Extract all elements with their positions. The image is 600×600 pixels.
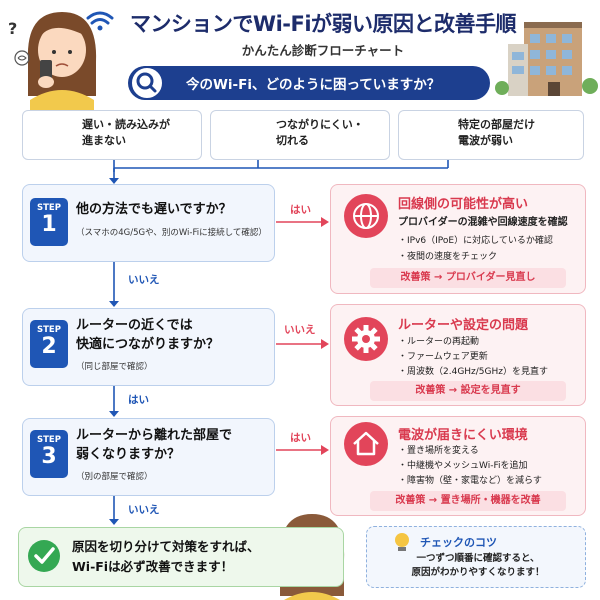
result-3-action: 改善策 → 置き場所・機器を改善 xyxy=(370,491,566,511)
tip-text: 一つずつ順番に確認すると、 原因がわかりやすくなります！ xyxy=(411,553,545,579)
symptom-slow-text: 遅い・読み込みが 進まない xyxy=(82,118,170,147)
symptom-weak-room xyxy=(398,110,584,160)
result-3-bullet-3: ・障害物（壁・家電など）を減らす xyxy=(398,476,542,486)
result-1-desc: プロバイダーの混雑や回線速度を確認 xyxy=(398,217,568,228)
symptom-disconnect-text: つながりにくい・ 切れる xyxy=(276,118,364,147)
final-message: 原因を切り分けて対策をすれば、 Wi-Fiは必ず改善できます！ xyxy=(72,539,260,574)
apartment-building-illustration xyxy=(495,22,598,96)
tip-title: チェックのコツ xyxy=(420,536,497,549)
flow-arrowheads xyxy=(109,178,119,525)
step-2-note: （同じ部屋で確認） xyxy=(76,362,153,372)
step-3-note: （別の部屋で確認） xyxy=(76,472,153,482)
result-3-title: 電波が届きにくい環境 xyxy=(398,428,528,443)
symptom-weak-room-text: 特定の部屋だけ 電波が弱い xyxy=(458,118,535,147)
result-2-bullet-3: ・周波数（2.4GHz/5GHz）を見直す xyxy=(398,367,549,377)
svg-text:?: ? xyxy=(8,19,17,38)
step-3-badge: STEP 3 xyxy=(30,430,68,478)
page-subtitle: かんたん診断フローチャート xyxy=(241,43,405,58)
result-2-icon-circle xyxy=(344,317,388,361)
step-2-question: ルーターの近くでは 快適につながりますか？ xyxy=(76,318,220,352)
answer-step2-yes: はい xyxy=(128,394,149,406)
step-3-question: ルーターから離れた部屋で 弱くなりますか？ xyxy=(76,428,233,462)
result-2-bullet-1: ・ルーターの再起動 xyxy=(398,337,480,347)
symptom-slow xyxy=(22,110,202,160)
step-1-question: 他の方法でも遅いですか？ xyxy=(76,202,232,217)
result-connectors xyxy=(276,221,322,451)
result-1-bullet-2: ・夜間の速度をチェック xyxy=(398,252,498,262)
result-2-title: ルーターや設定の問題 xyxy=(398,318,529,333)
step-1-badge: STEP 1 xyxy=(30,198,68,246)
page-title: マンションでWi-Fiが弱い原因と改善手順 xyxy=(129,12,517,36)
answer-step1-yes: はい xyxy=(290,204,311,216)
final-message-box xyxy=(18,527,344,587)
symptom-disconnect xyxy=(210,110,390,160)
answer-step3-no: いいえ xyxy=(128,504,160,516)
step-2-badge: STEP 2 xyxy=(30,320,68,368)
answer-step2-no: いいえ xyxy=(284,324,316,336)
step-1-note: （スマホの4G/5Gや、別のWi-Fiに接続して確認） xyxy=(76,228,267,238)
answer-step3-yes: はい xyxy=(290,432,311,444)
result-1-icon-circle xyxy=(344,194,388,238)
question-banner: 今のWi-Fi、どのように困っていますか？ xyxy=(128,66,490,100)
result-3-bullet-2: ・中継機やメッシュWi-Fiを追加 xyxy=(398,461,528,471)
result-1-bullet-1: ・IPv6（IPoE）に対応しているか確認 xyxy=(398,236,553,246)
result-3-icon-circle xyxy=(344,422,388,466)
worried-woman-illustration: ? xyxy=(8,12,97,110)
result-1-action: 改善策 → プロバイダー見直し xyxy=(370,268,566,288)
result-1-title: 回線側の可能性が高い xyxy=(398,197,529,212)
result-2-action: 改善策 → 設定を見直す xyxy=(370,381,566,401)
result-2-bullet-2: ・ファームウェア更新 xyxy=(398,352,488,362)
answer-step1-no: いいえ xyxy=(128,274,160,286)
search-icon-circle xyxy=(130,66,164,100)
result-3-bullet-1: ・置き場所を変える xyxy=(398,446,479,456)
wifi-icon xyxy=(86,11,114,31)
